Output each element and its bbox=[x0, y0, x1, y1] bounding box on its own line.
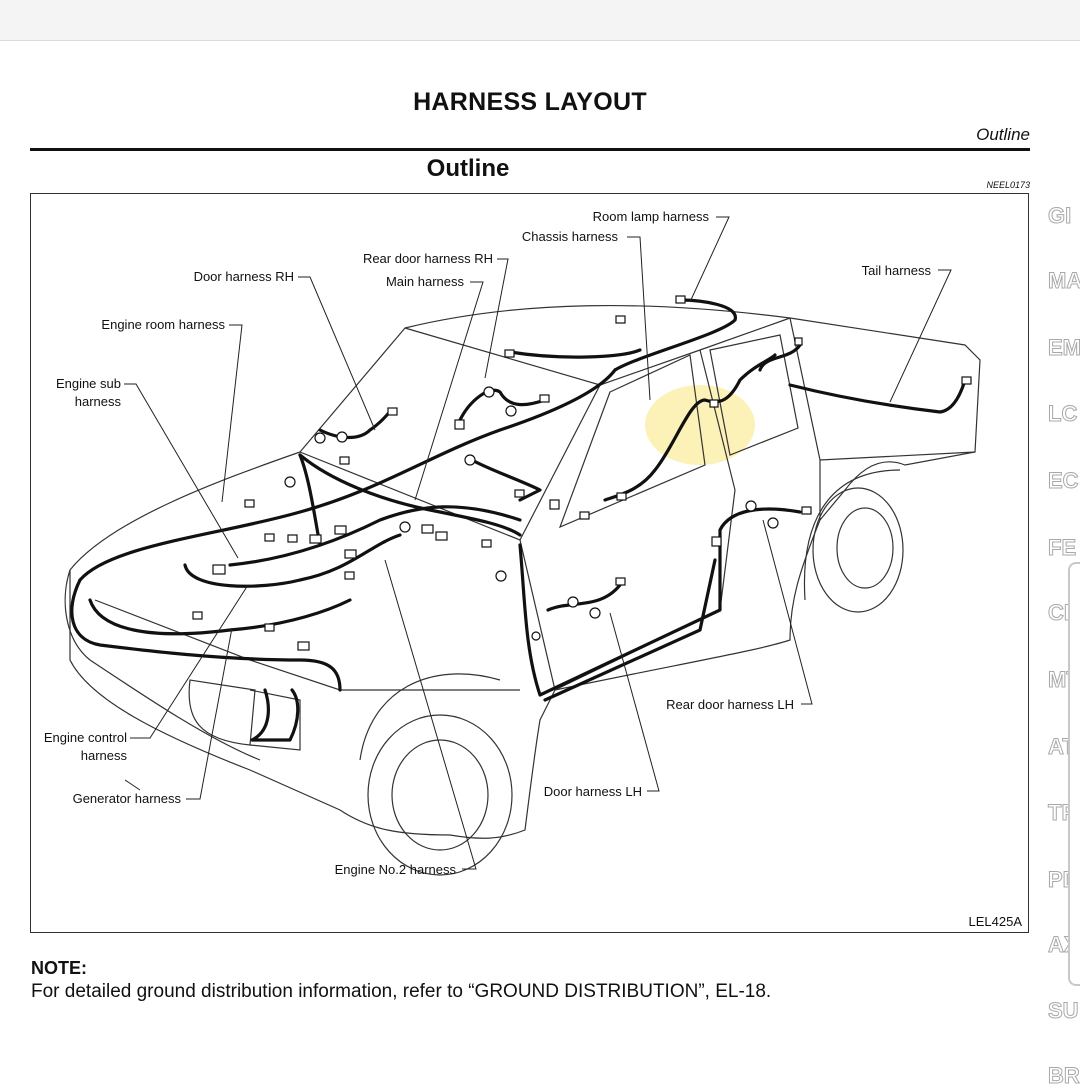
label-tail-harness: Tail harness bbox=[862, 263, 932, 278]
label-rear-door-harness-lh: Rear door harness LH bbox=[666, 697, 794, 712]
figure-id: LEL425A bbox=[968, 914, 1023, 929]
note-text: For detailed ground distribution informa… bbox=[31, 981, 772, 1002]
tab-br[interactable]: BR bbox=[1048, 1063, 1080, 1089]
label-engine-control-harness-line2: harness bbox=[81, 748, 128, 763]
figure-frame bbox=[30, 193, 1029, 933]
tab-fe[interactable]: FE bbox=[1047, 535, 1077, 561]
connectors bbox=[192, 295, 972, 651]
tab-em[interactable]: EM bbox=[1048, 335, 1080, 361]
harness-wiring bbox=[70, 298, 967, 742]
leader-lines bbox=[124, 216, 952, 870]
side-drawer-handle[interactable] bbox=[1068, 562, 1080, 986]
section-header-right: Outline bbox=[976, 125, 1030, 144]
label-room-lamp-harness: Room lamp harness bbox=[593, 209, 710, 224]
label-generator-harness: Generator harness bbox=[73, 791, 182, 806]
label-chassis-harness: Chassis harness bbox=[522, 229, 619, 244]
label-engine-control-harness-line1: Engine control bbox=[44, 730, 127, 745]
tab-su[interactable]: SU bbox=[1048, 998, 1080, 1024]
label-engine-sub-harness-line2: harness bbox=[75, 394, 122, 409]
label-engine-no2-harness: Engine No.2 harness bbox=[335, 862, 457, 877]
label-main-harness: Main harness bbox=[386, 274, 465, 289]
tab-ec[interactable]: EC bbox=[1048, 468, 1080, 494]
note-heading: NOTE: bbox=[31, 958, 87, 978]
label-door-harness-rh: Door harness RH bbox=[194, 269, 294, 284]
document-code: NEEL0173 bbox=[986, 180, 1030, 190]
label-rear-door-harness-rh: Rear door harness RH bbox=[363, 251, 493, 266]
header-rule bbox=[30, 148, 1030, 151]
viewer-top-bar bbox=[0, 0, 1080, 41]
label-door-harness-lh: Door harness LH bbox=[544, 784, 642, 799]
tab-ma[interactable]: MA bbox=[1047, 268, 1080, 294]
page-title: HARNESS LAYOUT bbox=[413, 88, 647, 116]
harness-labels: Room lamp harness Chassis harness Rear d… bbox=[44, 209, 932, 877]
tab-gi[interactable]: GI bbox=[1047, 203, 1072, 229]
label-engine-room-harness: Engine room harness bbox=[101, 317, 225, 332]
tab-lc[interactable]: LC bbox=[1047, 401, 1078, 427]
label-engine-sub-harness-line1: Engine sub bbox=[56, 376, 121, 391]
section-title: Outline bbox=[426, 155, 510, 182]
